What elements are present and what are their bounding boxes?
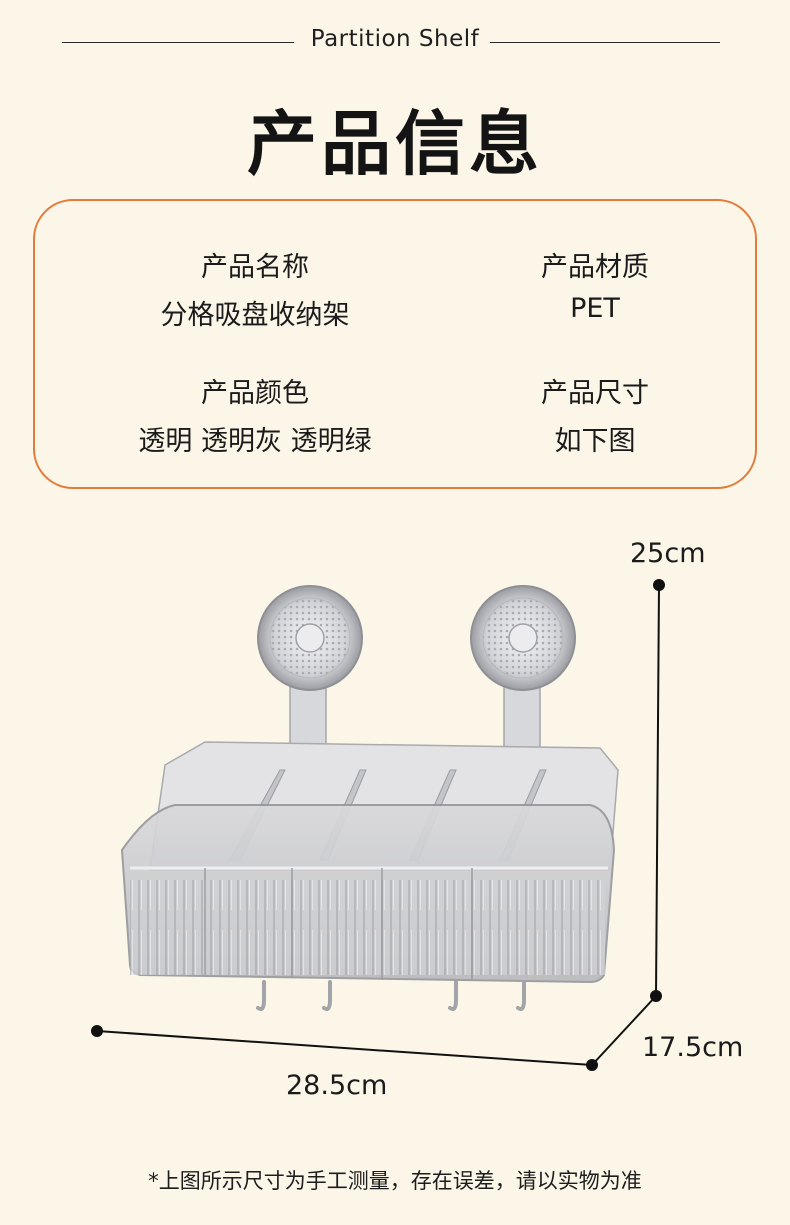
product-info-box: 产品名称 分格吸盘收纳架 产品材质 PET 产品颜色 透明 透明灰 透明绿 产品… [33, 199, 757, 489]
partition-shelf-image [120, 585, 619, 1011]
product-material-label: 产品材质 [541, 252, 649, 283]
product-name-label: 产品名称 [201, 252, 309, 283]
product-size-label: 产品尺寸 [541, 378, 649, 409]
product-material-value: PET [570, 293, 620, 324]
product-name-value: 分格吸盘收纳架 [160, 300, 350, 331]
disclaimer-footnote: *上图所示尺寸为手工测量，存在误差，请以实物为准 [148, 1169, 642, 1193]
header-line-left [62, 42, 294, 43]
dimension-lines [91, 579, 665, 1071]
header-line-right [490, 42, 720, 43]
width-dimension-label: 28.5cm [286, 1070, 388, 1101]
product-dimension-illustration: 25cm 17.5cm 28.5cm [0, 520, 790, 1140]
height-dimension-label: 25cm [630, 538, 706, 569]
product-size-value: 如下图 [554, 426, 636, 457]
product-color-value: 透明 透明灰 透明绿 [138, 426, 372, 457]
english-subtitle: Partition Shelf [310, 26, 480, 52]
product-color-label: 产品颜色 [201, 378, 309, 409]
page-title: 产品信息 [247, 103, 543, 185]
depth-dimension-label: 17.5cm [642, 1032, 744, 1063]
